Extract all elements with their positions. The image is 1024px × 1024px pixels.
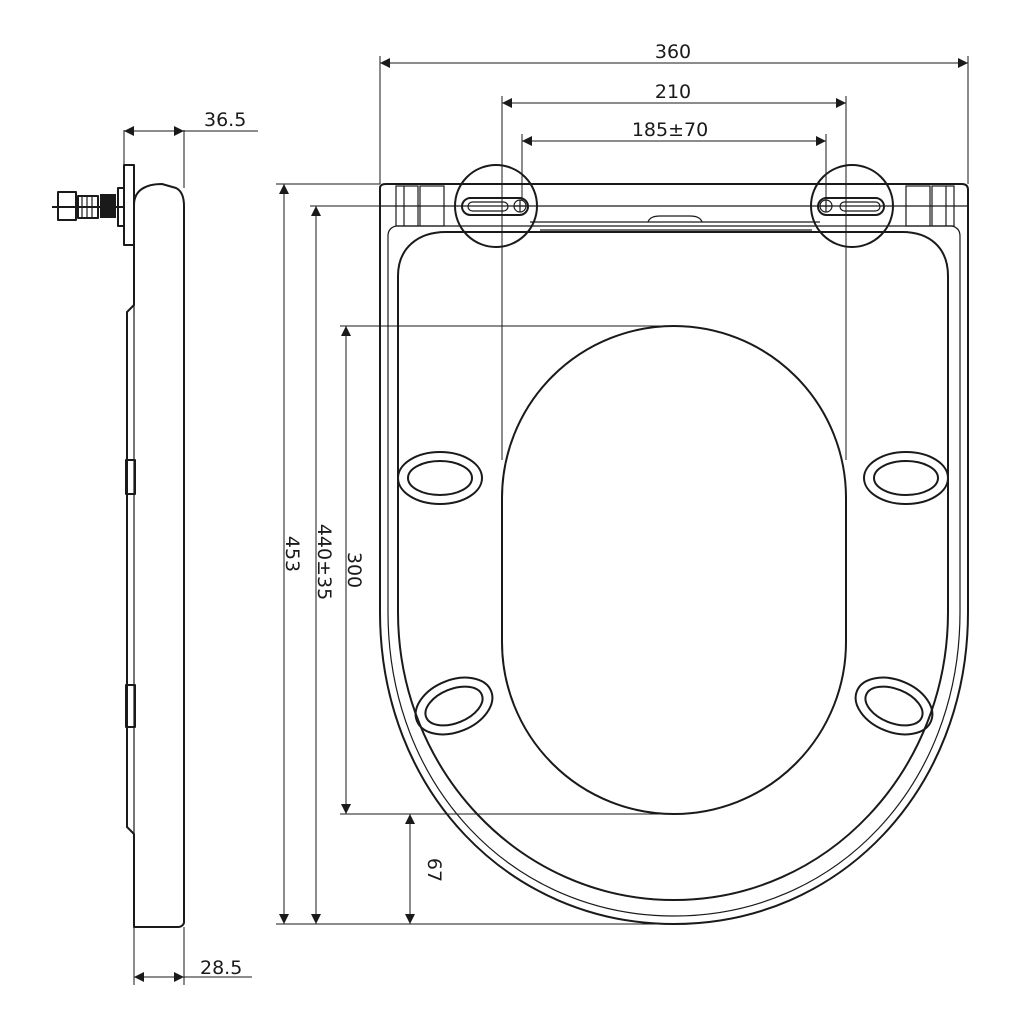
dimension-side-height: 36.5: [123, 109, 258, 188]
dimension-front-rim: 67: [405, 814, 445, 924]
seat-outline: [379, 183, 969, 925]
dim-label: 360: [655, 41, 691, 63]
bumper-icon: [125, 459, 136, 495]
dimension-overall-length: 453: [276, 183, 674, 925]
dim-label: 185±70: [632, 119, 708, 141]
bumper-icon: [863, 451, 949, 505]
dimension-opening-length: 300: [340, 325, 674, 815]
dim-label: 36.5: [204, 109, 246, 131]
hinge-circle-right: [810, 164, 894, 248]
bumper-icon: [414, 676, 494, 736]
dim-label: 67: [423, 858, 445, 882]
seat-side-profile: [126, 183, 185, 928]
dim-label: 28.5: [200, 957, 242, 979]
seat-opening: [501, 325, 847, 815]
dim-label: 300: [343, 552, 365, 588]
dimension-overall-width: 360: [379, 41, 969, 184]
dim-label: 440±35: [313, 524, 335, 600]
dimension-bolt-to-front: 440±35: [310, 205, 380, 924]
bumper-icon: [125, 684, 136, 728]
dim-label: 210: [655, 81, 691, 103]
top-view: 360 210 185±70 453 440±35: [276, 41, 969, 925]
dim-label: 453: [281, 536, 303, 572]
bumper-icon: [397, 451, 483, 505]
dimension-bolt-range: 185±70: [521, 119, 827, 200]
hinge-block-left: [395, 185, 445, 227]
seat-inner-rim: [397, 231, 949, 901]
dimension-side-thickness: 28.5: [133, 927, 252, 985]
hinge-bolt-icon: [52, 164, 135, 246]
hinge-circle-left: [454, 164, 538, 248]
dimension-bolt-outer: 210: [501, 81, 847, 460]
hinge-block-right: [905, 185, 955, 227]
bumper-icon: [854, 676, 934, 736]
side-view: 36.5 28.5: [52, 109, 258, 985]
